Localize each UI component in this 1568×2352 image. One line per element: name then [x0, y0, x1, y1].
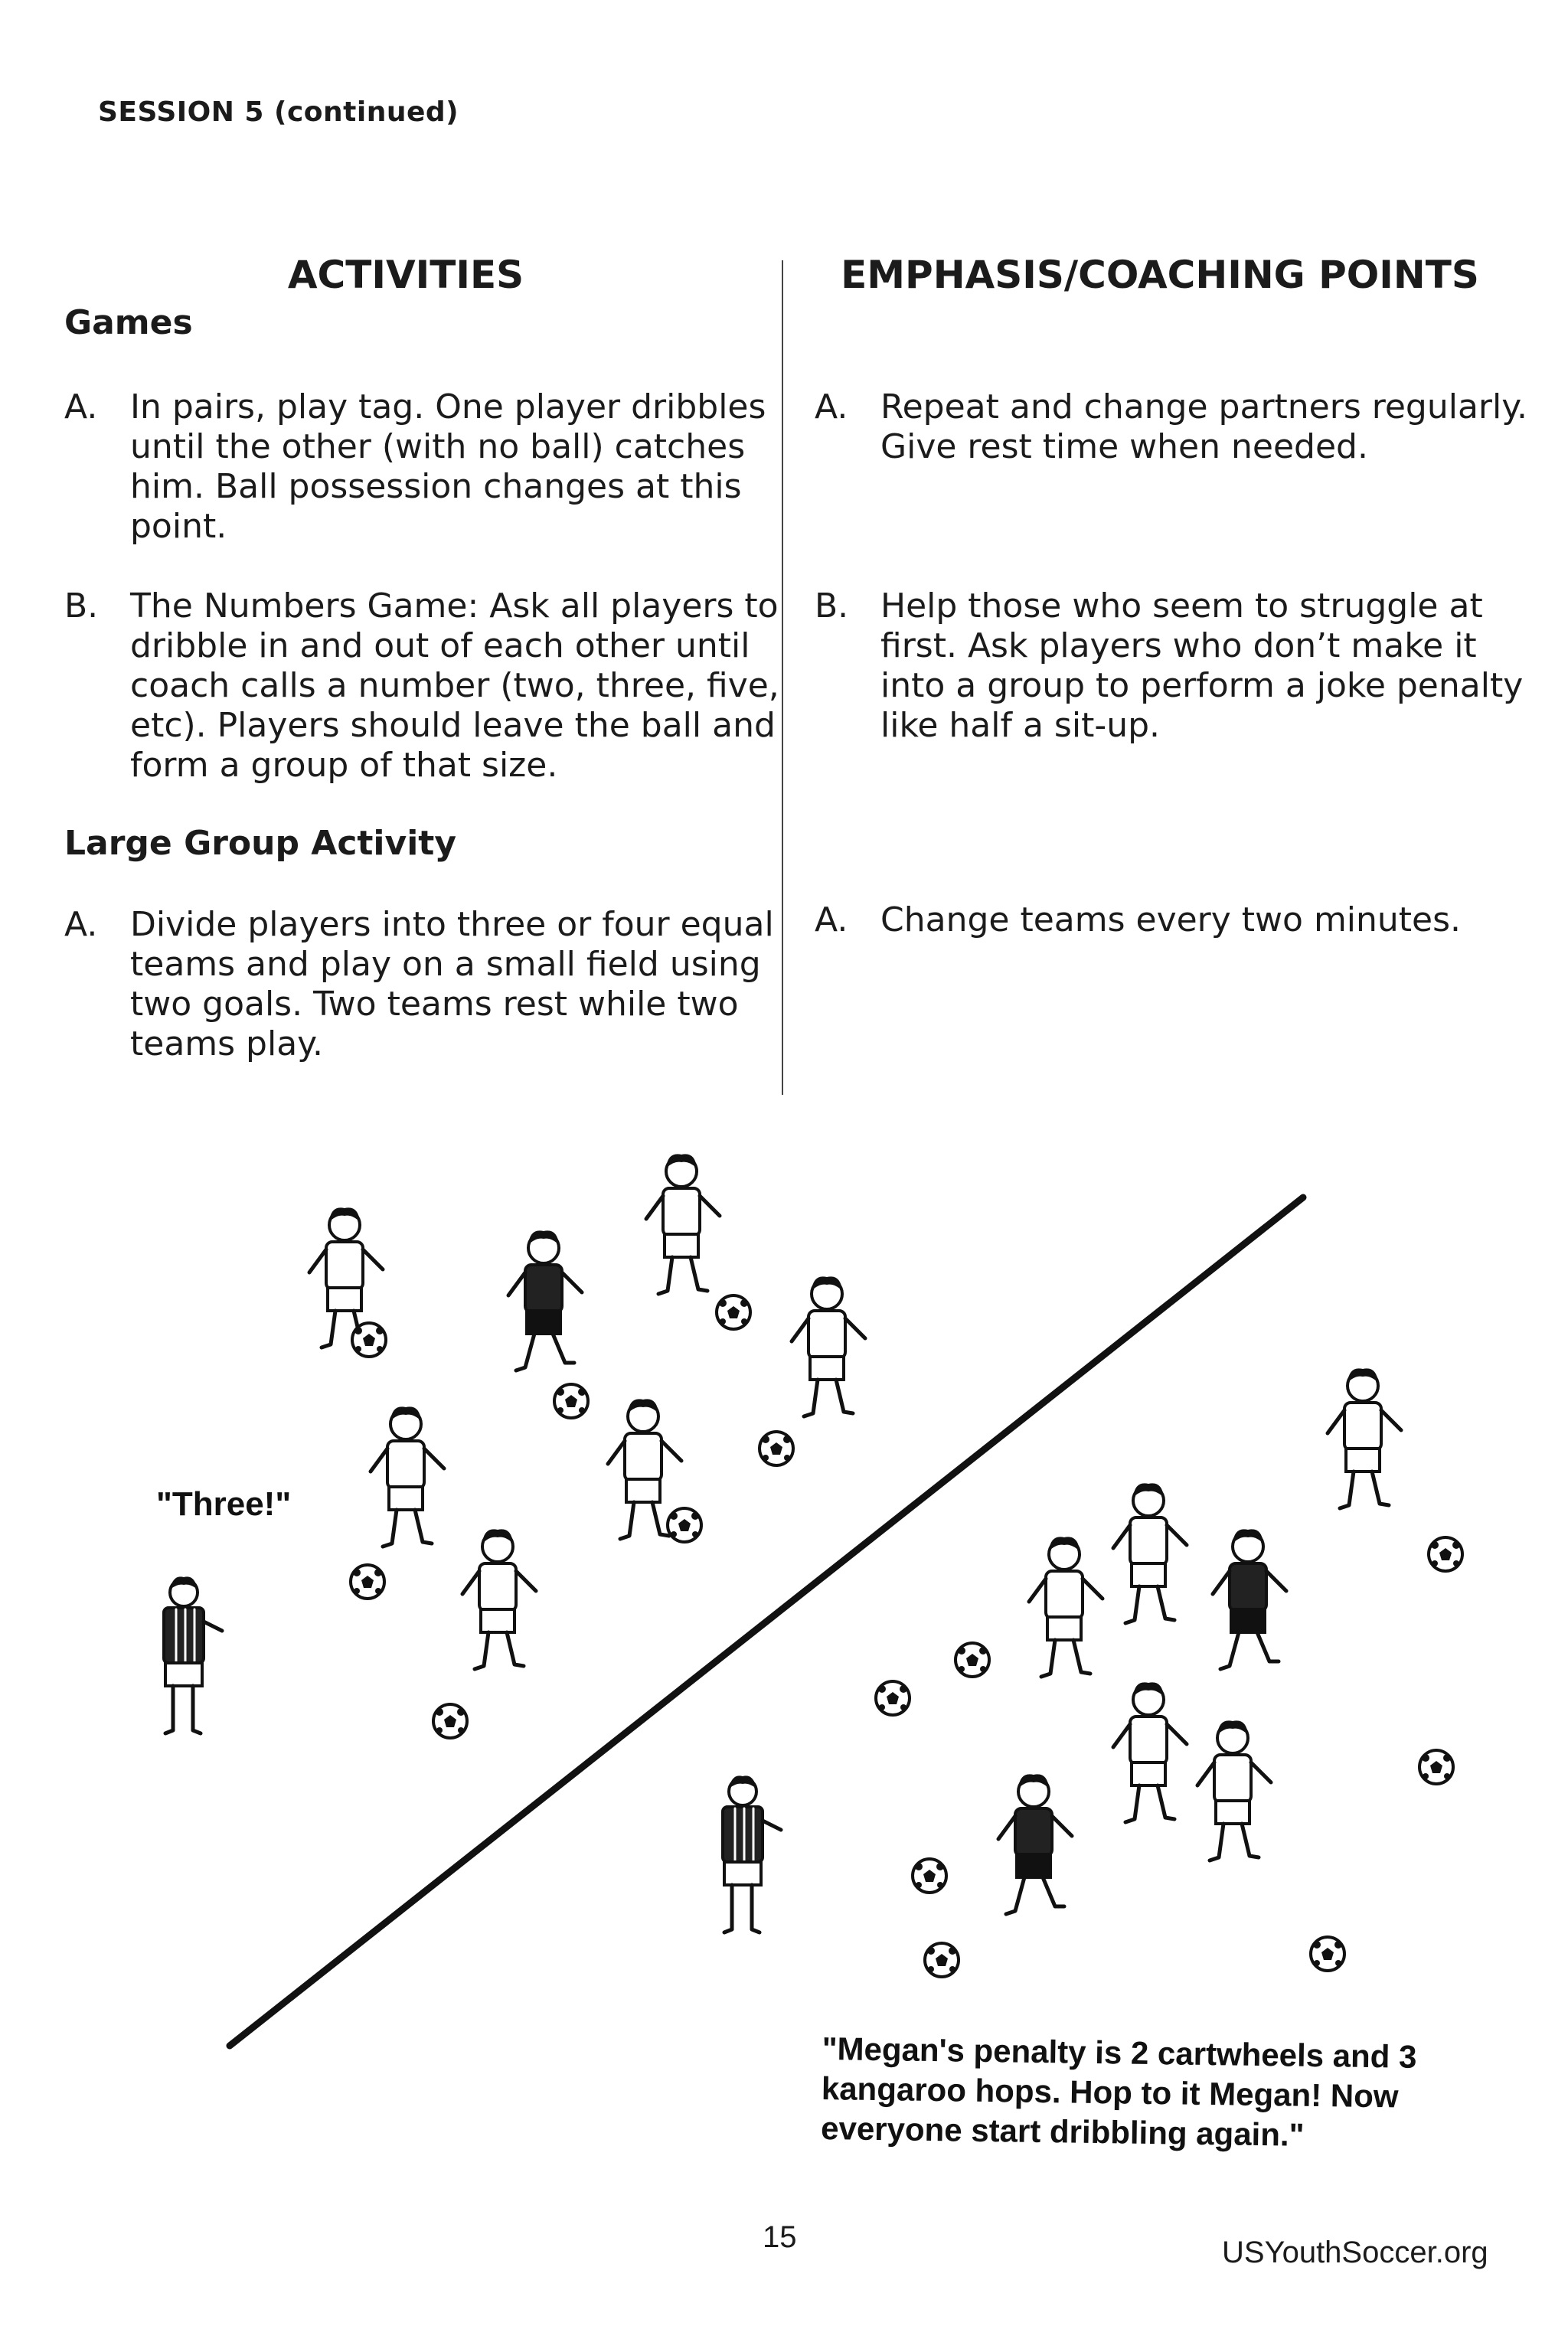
soccer-ball — [923, 1942, 960, 1978]
soccer-ball — [351, 1321, 387, 1358]
soccer-ball — [553, 1383, 590, 1419]
item-letter: A. — [64, 387, 98, 426]
soccer-drill-illustration — [54, 1118, 1464, 2050]
page-number: 15 — [763, 2220, 797, 2254]
coach-figure — [164, 1576, 222, 1733]
player-figure — [1328, 1368, 1401, 1508]
player-figure — [1213, 1529, 1286, 1669]
soccer-ball — [911, 1857, 948, 1894]
player-figure — [508, 1230, 582, 1370]
emphasis-heading: EMPHASIS/COACHING POINTS — [841, 253, 1479, 297]
player-figure — [1197, 1720, 1271, 1860]
item-letter: B. — [64, 586, 99, 626]
player-figure — [1113, 1483, 1187, 1623]
site-url: USYouthSoccer.org — [1222, 2236, 1488, 2269]
games-title: Games — [64, 303, 193, 342]
soccer-ball — [758, 1430, 795, 1467]
soccer-ball — [666, 1507, 703, 1544]
item-letter: B. — [815, 586, 849, 626]
item-text: The Numbers Game: Ask all players to dri… — [130, 586, 779, 785]
item-text: Change teams every two minutes. — [880, 900, 1462, 939]
player-figure — [462, 1529, 536, 1669]
soccer-ball — [1418, 1749, 1455, 1785]
field-divider-line — [226, 1194, 1307, 2050]
soccer-ball — [954, 1642, 991, 1678]
soccer-ball — [715, 1294, 752, 1331]
player-figure — [646, 1154, 720, 1294]
item-text: Repeat and change partners regularly. Gi… — [880, 387, 1528, 466]
large-group-title: Large Group Activity — [64, 824, 456, 863]
item-letter: A. — [815, 387, 848, 426]
player-figure — [1029, 1537, 1102, 1677]
player-figure — [998, 1774, 1072, 1914]
session-header: SESSION 5 (continued) — [98, 96, 459, 128]
player-figure — [792, 1276, 865, 1416]
item-letter: A. — [64, 905, 98, 944]
item-text: In pairs, play tag. One player dribbles … — [130, 387, 766, 546]
three-caption: "Three!" — [156, 1485, 292, 1523]
soccer-ball — [1427, 1536, 1464, 1573]
activities-heading: ACTIVITIES — [287, 253, 524, 297]
coach-figure — [723, 1775, 781, 1932]
player-figure — [371, 1406, 444, 1547]
megan-caption: "Megan's penalty is 2 cartwheels and 3 k… — [820, 2030, 1417, 2153]
soccer-ball — [874, 1680, 911, 1717]
column-divider — [782, 260, 783, 1095]
item-text: Divide players into three or four equal … — [130, 905, 774, 1063]
item-letter: A. — [815, 900, 848, 939]
soccer-ball — [432, 1703, 469, 1740]
soccer-ball — [1309, 1936, 1346, 1972]
player-figure — [1113, 1682, 1187, 1822]
soccer-ball — [349, 1563, 386, 1600]
item-text: Help those who seem to struggle at first… — [880, 586, 1524, 745]
